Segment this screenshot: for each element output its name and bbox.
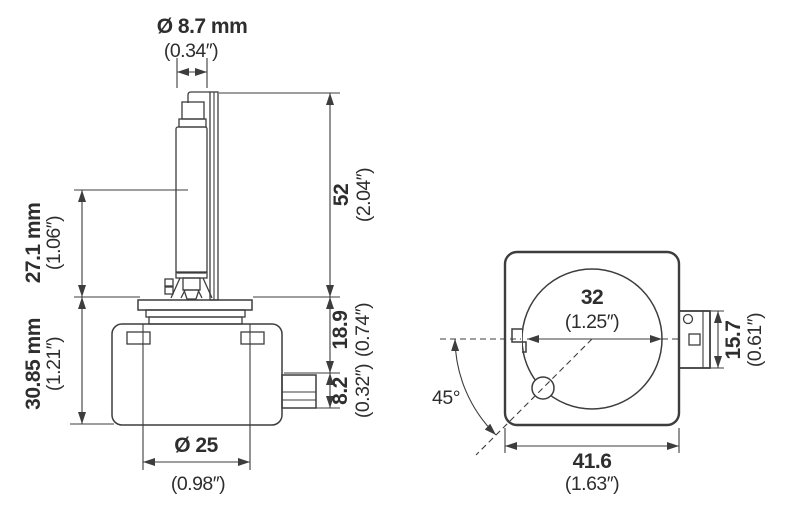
capsule-tube	[175, 126, 208, 274]
base-cylinder-contours	[142, 324, 251, 425]
connector-height-inch-label: (0.32″)	[352, 364, 374, 418]
arc-height-mm-label: 27.1 mm	[22, 203, 45, 284]
holder-foot	[183, 289, 200, 300]
connector-width-mm-label: 15.7	[722, 321, 745, 360]
neck-height-inch-label: (0.74″)	[352, 303, 374, 357]
ring-diameter-mm-label: 32	[581, 286, 603, 309]
holder-legs	[170, 277, 213, 299]
ring-diameter-inch-label: (1.25″)	[565, 311, 619, 333]
side-view-dimension-lines	[78, 68, 334, 466]
base-height-mm-label: 30.85 mm	[22, 318, 45, 410]
capsule-top-cap	[181, 101, 205, 120]
connector-height-mm-label: 8.2	[329, 377, 352, 405]
flange-ring-2	[145, 309, 246, 318]
ext-tip-diameter	[176, 58, 208, 88]
holder-clip-lower	[164, 286, 174, 295]
base-body	[111, 323, 283, 426]
base-width-mm-label: 41.6	[573, 450, 612, 473]
overall-height-inch-label: (2.04″)	[353, 168, 375, 222]
holder-clip-upper	[164, 278, 174, 287]
side-view: Ø 8.7 mm (0.34″) 27.1 mm (1.06″) 30.85 m…	[22, 15, 375, 495]
base-diameter-inch-label: (0.98″)	[171, 473, 225, 495]
arc-height-inch-label: (1.06″)	[43, 216, 65, 270]
connector-block	[678, 310, 711, 369]
connector-pin-square	[688, 333, 701, 346]
keyway-notch	[511, 328, 527, 353]
tip-diameter-inch-label: (0.34″)	[164, 40, 218, 62]
tip-diameter-mm-label: Ø 8.7 mm	[157, 15, 248, 38]
keyway-notch-mask	[509, 328, 522, 352]
overall-height-mm-label: 52	[330, 184, 353, 206]
capsule-collar	[178, 118, 207, 128]
connector-pin-round	[682, 313, 694, 325]
mounting-flange	[137, 299, 253, 311]
base-tab-left	[126, 331, 151, 345]
keyway-angle-label: 45°	[432, 387, 460, 409]
base-tab-right	[240, 331, 265, 345]
flange-ring-3	[148, 316, 243, 325]
diagonal-centerline-45	[475, 338, 593, 456]
holder-pinch	[182, 277, 201, 291]
base-height-inch-label: (1.21″)	[43, 337, 65, 391]
connector-front	[678, 310, 711, 369]
base-diameter-mm-label: Ø 25	[174, 434, 218, 457]
bulb-capsule	[175, 91, 219, 301]
power-connector-detail	[282, 391, 316, 401]
angle-arc-45	[451, 338, 497, 436]
lead-wire	[187, 91, 210, 103]
front-view: 32 (1.25″) 45° 41.6 (1.63″) 15.7 (0.61″)	[432, 250, 766, 495]
bulb-base	[111, 299, 317, 426]
capsule-holder	[164, 271, 213, 300]
center-lines	[440, 338, 679, 456]
connector-width-inch-label: (0.61″)	[744, 313, 766, 367]
base-width-inch-label: (1.63″)	[565, 473, 619, 495]
neck-height-mm-label: 18.9	[329, 311, 352, 350]
